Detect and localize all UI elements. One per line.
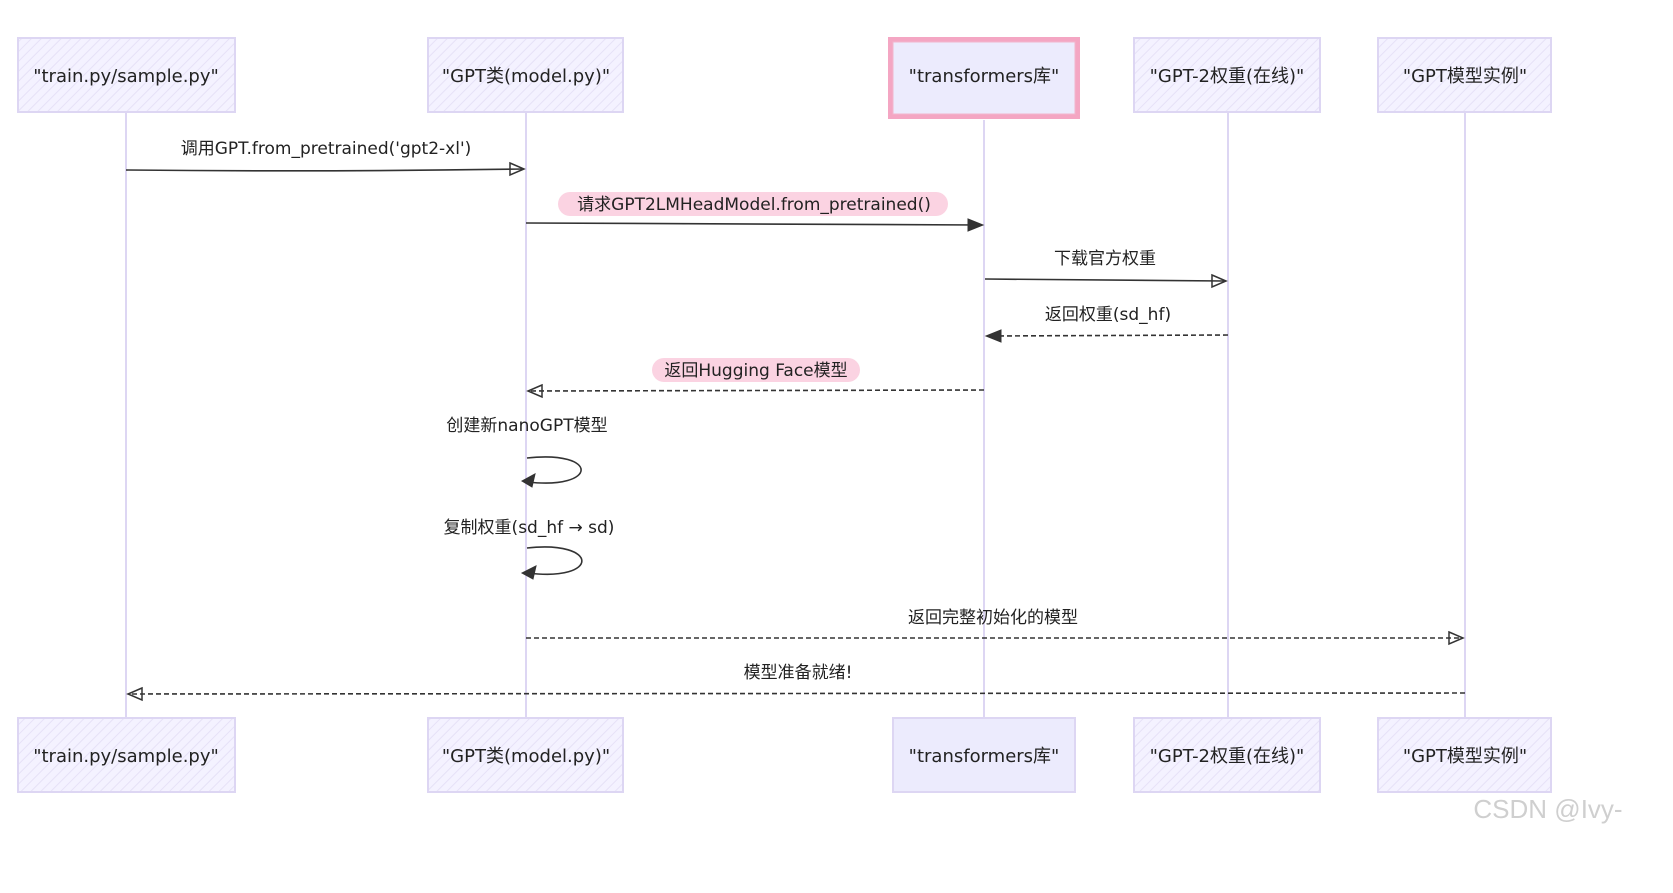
participant-label: "transformers库"	[909, 746, 1060, 767]
message-create-nanogpt: 创建新nanoGPT模型	[446, 416, 608, 488]
message-label: 复制权重(sd_hf → sd)	[444, 518, 615, 538]
participant-instance-bottom: "GPT模型实例"	[1377, 717, 1552, 793]
participant-instance-top: "GPT模型实例"	[1377, 37, 1552, 113]
participant-hub-bottom: "GPT-2权重(在线)"	[1133, 717, 1321, 793]
arrowhead-open-icon	[1211, 273, 1228, 289]
participant-label: "GPT-2权重(在线)"	[1150, 66, 1305, 87]
message-label: 调用GPT.from_pretrained('gpt2-xl')	[181, 139, 472, 159]
participant-train-bottom: "train.py/sample.py"	[17, 717, 236, 793]
participant-transformers-top: "transformers库"	[888, 37, 1080, 119]
message-download-weights: 下载官方权重	[984, 249, 1228, 289]
message-label: 请求GPT2LMHeadModel.from_pretrained()	[577, 195, 931, 215]
arrowhead-open-icon	[509, 161, 526, 177]
message-return-initialized-model: 返回完整初始化的模型	[526, 608, 1465, 646]
arrowhead-filled-icon	[984, 329, 1002, 343]
participant-label: "train.py/sample.py"	[33, 66, 219, 87]
arrowhead-filled-icon	[520, 565, 537, 580]
message-label: 返回权重(sd_hf)	[1045, 305, 1171, 325]
arrowhead-filled-icon	[520, 473, 536, 488]
arrowhead-open-icon	[526, 383, 543, 399]
participant-gpt-top: "GPT类(model.py)"	[427, 37, 624, 113]
arrowhead-filled-icon	[967, 218, 985, 232]
participant-hub-top: "GPT-2权重(在线)"	[1133, 37, 1321, 113]
watermark: CSDN @Ivy-	[1473, 794, 1622, 824]
lifelines	[125, 113, 1466, 718]
participant-label: "GPT-2权重(在线)"	[1150, 746, 1305, 767]
participant-transformers-bottom: "transformers库"	[892, 717, 1076, 793]
arrowhead-open-icon	[1448, 630, 1465, 646]
participant-gpt-bottom: "GPT类(model.py)"	[427, 717, 624, 793]
participant-label: "GPT类(model.py)"	[442, 746, 610, 767]
participant-label: "GPT类(model.py)"	[442, 66, 610, 87]
arrowhead-open-icon	[126, 686, 143, 702]
message-copy-weights: 复制权重(sd_hf → sd)	[444, 518, 615, 580]
message-label: 返回完整初始化的模型	[908, 608, 1078, 628]
participant-label: "transformers库"	[909, 66, 1060, 87]
message-label: 创建新nanoGPT模型	[446, 416, 607, 436]
message-call-from-pretrained: 调用GPT.from_pretrained('gpt2-xl')	[125, 139, 526, 177]
message-label: 模型准备就绪!	[744, 663, 853, 683]
message-model-ready: 模型准备就绪!	[126, 663, 1466, 702]
message-label: 返回Hugging Face模型	[664, 361, 847, 381]
message-return-hf-model: 返回Hugging Face模型	[526, 358, 985, 399]
participant-label: "train.py/sample.py"	[33, 746, 219, 767]
message-label: 下载官方权重	[1054, 249, 1156, 269]
message-return-weights: 返回权重(sd_hf)	[984, 305, 1229, 343]
message-request-gpt2lmheadmodel: 请求GPT2LMHeadModel.from_pretrained()	[525, 192, 985, 232]
participant-train-top: "train.py/sample.py"	[17, 37, 236, 113]
participant-label: "GPT模型实例"	[1403, 66, 1527, 87]
participant-label: "GPT模型实例"	[1403, 746, 1527, 767]
